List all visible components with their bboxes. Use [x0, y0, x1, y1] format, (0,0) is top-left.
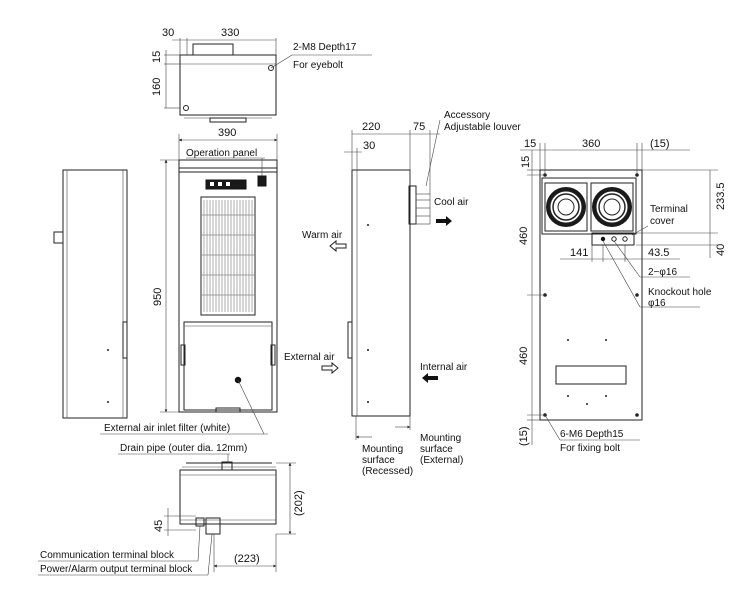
- dim-360: 360: [582, 138, 600, 150]
- fixing-hole: [635, 293, 639, 297]
- eyebolt-hole: [183, 105, 189, 111]
- eyebolt-hole: [268, 65, 274, 71]
- left-side-body: [62, 169, 128, 419]
- cool-air-label: Cool air: [434, 197, 469, 208]
- warm-air-label: Warm air: [302, 230, 343, 241]
- mount-external-2: surface: [420, 444, 453, 455]
- terminal-cover: [591, 232, 635, 246]
- dim-233-5: 233.5: [715, 182, 727, 210]
- internal-air-arrow: [422, 373, 438, 383]
- fixing-label-2: For fixing bolt: [560, 443, 620, 454]
- front-view: Operation panel 390: [100, 127, 278, 435]
- dim-15-bottom: (15): [518, 426, 530, 446]
- mount-recessed-3: (Recessed): [362, 466, 413, 477]
- operation-panel-display: [257, 175, 267, 187]
- terminal-cover-label-1: Terminal: [650, 204, 688, 215]
- dim-75: 75: [413, 121, 425, 133]
- bottom-view-body: [179, 469, 277, 525]
- fixing-hole: [635, 413, 639, 417]
- warm-air-arrow: [329, 239, 347, 253]
- fan-left: [544, 182, 588, 232]
- dim-15-top: 15: [151, 51, 163, 63]
- mount-recessed-1: Mounting: [362, 444, 403, 455]
- dim-330: 330: [221, 27, 239, 39]
- dim-141: 141: [570, 247, 588, 259]
- bottom-view: Drain pipe (outer dia. 12mm) 45 (202) (2…: [38, 443, 305, 576]
- back-panel-window: [555, 365, 627, 385]
- dim-220: 220: [362, 121, 380, 133]
- knockout-label-1: Knockout hole: [648, 287, 712, 298]
- dim-202: (202): [293, 490, 305, 516]
- fixing-label-1: 6-M6 Depth15: [560, 429, 624, 440]
- dim-15-left: 15: [524, 138, 536, 150]
- dim-40: 40: [715, 244, 727, 256]
- phi16-label: 2−φ16: [648, 267, 677, 278]
- cool-air-arrow: [436, 216, 452, 226]
- operation-panel-label: Operation panel: [186, 148, 257, 159]
- external-air-label: External air: [284, 352, 335, 363]
- side-handle: [53, 231, 64, 244]
- dim-460-lower: 460: [518, 347, 530, 365]
- side-view: 220 75 30 Accessory Adjustable louver Co…: [284, 110, 521, 477]
- internal-air-label: Internal air: [420, 362, 468, 373]
- dim-950: 950: [152, 288, 164, 306]
- top-view-protrusion: [192, 43, 234, 56]
- eyebolt-label-2: For eyebolt: [293, 60, 343, 71]
- left-side-view: [53, 169, 128, 419]
- top-view-body: [179, 54, 277, 116]
- louver-grille: [200, 196, 256, 316]
- top-view: 30 330 15 160 2-M8 Depth17 For eyebolt: [151, 27, 372, 123]
- dim-30-side: 30: [363, 140, 375, 152]
- knockout-label-2: φ16: [648, 298, 666, 309]
- mount-external-3: (External): [420, 455, 463, 466]
- external-air-arrow: [321, 361, 339, 375]
- dim-15-right: (15): [650, 138, 670, 150]
- fan-right: [590, 182, 634, 232]
- power-terminal-block: [205, 517, 221, 535]
- dim-390: 390: [218, 127, 236, 139]
- fan-housing: [541, 177, 637, 235]
- mount-external-1: Mounting: [420, 433, 461, 444]
- knockout-hole: [600, 236, 606, 242]
- drain-pipe: [221, 461, 233, 471]
- filter-label: External air inlet filter (white): [104, 423, 230, 434]
- dim-223: (223): [234, 553, 260, 565]
- dim-43-5: 43.5: [648, 247, 669, 259]
- back-view: 15 360 (15) 15 460 460 (15) 233.5 40 Ter…: [518, 138, 727, 454]
- dim-30: 30: [162, 27, 174, 39]
- mount-recessed-2: surface: [362, 455, 395, 466]
- accessory-label-2: Adjustable louver: [444, 122, 521, 133]
- power-terminal-label: Power/Alarm output terminal block: [40, 564, 193, 575]
- drain-label: Drain pipe (outer dia. 12mm): [120, 443, 247, 454]
- terminal-cover-label-2: cover: [650, 216, 675, 227]
- side-view-body: [351, 169, 411, 417]
- accessory-label-1: Accessory: [444, 110, 490, 121]
- dim-160: 160: [151, 78, 163, 96]
- inlet-filter: [183, 321, 273, 411]
- dim-15-top-right: 15: [520, 156, 532, 168]
- dim-460-upper: 460: [518, 227, 530, 245]
- comm-terminal-label: Communication terminal block: [40, 550, 175, 561]
- dim-45: 45: [153, 520, 165, 532]
- eyebolt-label-1: 2-M8 Depth17: [293, 42, 357, 53]
